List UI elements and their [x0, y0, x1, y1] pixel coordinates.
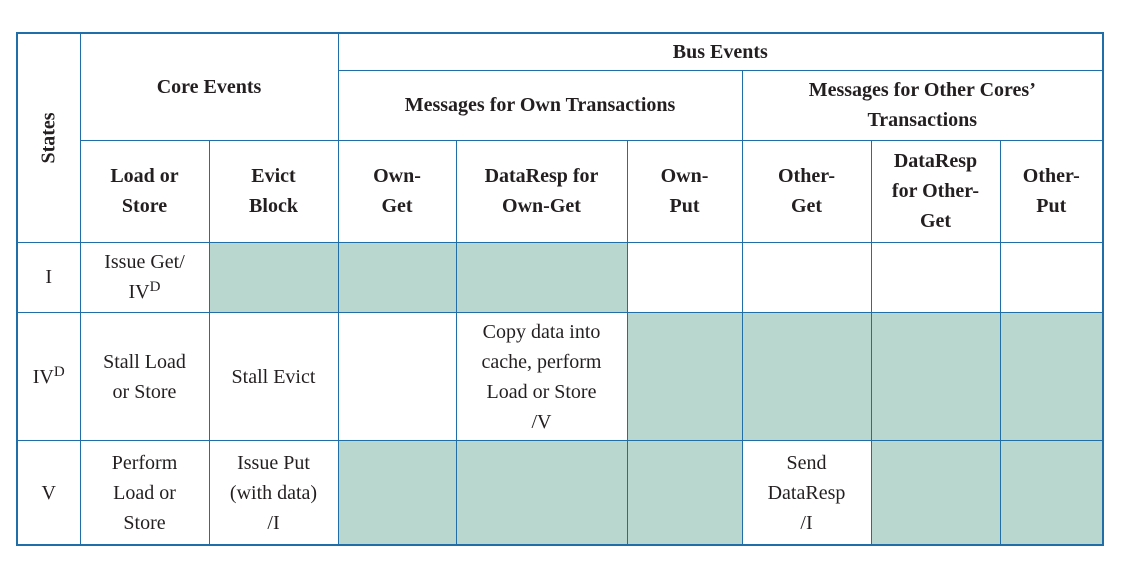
state-i-label: I [45, 266, 53, 289]
states-header-label: States [37, 112, 60, 164]
state-v-evict-cell: Issue Put (with data) /I [208, 440, 339, 546]
col-evict-block-line1: Evict [251, 165, 296, 188]
col-dataresp-other-get: DataResp for Other- Get [870, 139, 1001, 243]
state-ivd-load-store-cell: Stall Load or Store [79, 311, 210, 442]
state-ivd-dataresp-own-line3: Load or Store [486, 380, 597, 403]
other-transactions-label-line2: Transactions [867, 109, 978, 132]
state-v-load-store-line1: Perform [111, 451, 178, 474]
state-i-own-get-cell [337, 241, 457, 314]
state-ivd-own-get-cell [337, 311, 457, 442]
state-v-other-get-line2: DataResp [767, 481, 846, 504]
state-v-dataresp-other-cell [870, 440, 1001, 546]
state-i-other-put-cell [999, 241, 1104, 314]
state-i-load-store-iv: IV [128, 281, 150, 304]
state-ivd-dataresp-own-line4: /V [531, 410, 552, 433]
state-i-cell: I [16, 241, 81, 314]
col-dataresp-own-get: DataResp for Own-Get [455, 139, 628, 243]
table-row-state-v: V Perform Load or Store Issue Put (with … [16, 440, 1104, 546]
state-ivd-dataresp-own-cell: Copy data into cache, perform Load or St… [455, 311, 628, 442]
col-own-put-line1: Own- [660, 165, 709, 188]
col-own-get: Own- Get [337, 139, 457, 243]
bus-events-label: Bus Events [672, 40, 768, 63]
state-i-dataresp-own-cell [455, 241, 628, 314]
bus-events-header: Bus Events [337, 32, 1104, 71]
col-own-get-line2: Get [381, 195, 413, 218]
state-i-load-store-line1: Issue Get/ [104, 251, 185, 274]
state-v-cell: V [16, 440, 81, 546]
other-transactions-header: Messages for Other Cores’ Transactions [741, 69, 1104, 141]
state-ivd-dataresp-own-line2: cache, perform [481, 350, 602, 373]
state-v-other-put-cell [999, 440, 1104, 546]
col-dataresp-other-get-line3: Get [919, 210, 952, 233]
state-i-load-store-sup: D [149, 279, 161, 296]
core-events-label: Core Events [156, 75, 262, 98]
core-events-header: Core Events [79, 32, 339, 141]
state-i-other-get-cell [741, 241, 872, 314]
state-v-other-get-line3: /I [800, 511, 813, 534]
own-transactions-header: Messages for Own Transactions [337, 69, 743, 141]
table-row-state-ivd: IVD Stall Load or Store Stall Evict Copy… [16, 311, 1104, 442]
col-dataresp-own-get-line1: DataResp for [484, 165, 599, 188]
other-transactions-label-line1: Messages for Other Cores’ [808, 79, 1036, 102]
col-load-or-store-line1: Load or [110, 165, 179, 188]
col-evict-block-line2: Block [249, 195, 298, 218]
states-header: States [16, 32, 81, 243]
state-i-dataresp-other-cell [870, 241, 1001, 314]
state-ivd-other-put-cell [999, 311, 1104, 442]
state-v-own-put-cell [626, 440, 743, 546]
col-load-or-store-line2: Store [121, 195, 168, 218]
state-ivd-load-store-line1: Stall Load [103, 350, 186, 373]
col-other-get-line1: Other- [777, 165, 835, 188]
state-i-evict-cell [208, 241, 339, 314]
col-evict-block: Evict Block [208, 139, 339, 243]
state-v-other-get-cell: Send DataResp /I [741, 440, 872, 546]
state-ivd-own-put-cell [626, 311, 743, 442]
state-i-load-store-cell: Issue Get/ IVD [79, 241, 210, 314]
state-ivd-label: IV [32, 365, 54, 388]
col-other-put: Other- Put [999, 139, 1104, 243]
state-ivd-sup: D [53, 363, 65, 380]
col-own-get-line1: Own- [373, 165, 421, 188]
state-v-evict-line3: /I [267, 511, 280, 534]
col-other-put-line1: Other- [1022, 165, 1080, 188]
state-ivd-other-get-cell [741, 311, 872, 442]
protocol-table: States Core Events Bus Events Messages f… [16, 32, 1105, 546]
state-ivd-dataresp-own-line1: Copy data into [482, 320, 601, 343]
state-v-label: V [41, 481, 56, 504]
state-i-load-store-line2: IVD [81, 277, 209, 307]
col-other-put-line2: Put [1036, 195, 1067, 218]
state-v-evict-line1: Issue Put [237, 451, 310, 474]
state-v-own-get-cell [337, 440, 457, 546]
col-other-get: Other- Get [741, 139, 872, 243]
col-dataresp-own-get-line2: Own-Get [502, 195, 581, 218]
col-load-or-store: Load or Store [79, 139, 210, 243]
col-dataresp-other-get-line2: for Other- [891, 180, 980, 203]
state-v-evict-line2: (with data) [229, 481, 318, 504]
state-i-own-put-cell [626, 241, 743, 314]
state-ivd-load-store-line2: or Store [112, 380, 177, 403]
table-row-state-i: I Issue Get/ IVD [16, 241, 1104, 314]
state-v-other-get-line1: Send [786, 451, 827, 474]
state-v-load-store-line3: Store [123, 511, 166, 534]
col-other-get-line2: Get [790, 195, 823, 218]
state-ivd-evict-cell: Stall Evict [208, 311, 339, 442]
state-ivd-cell: IVD [16, 311, 81, 442]
state-ivd-dataresp-other-cell [870, 311, 1001, 442]
state-v-load-store-line2: Load or [113, 481, 176, 504]
col-own-put-line2: Put [669, 195, 700, 218]
state-v-load-store-cell: Perform Load or Store [79, 440, 210, 546]
own-transactions-label: Messages for Own Transactions [404, 94, 676, 117]
state-v-dataresp-own-cell [455, 440, 628, 546]
state-ivd-evict-text: Stall Evict [231, 365, 316, 388]
col-own-put: Own- Put [626, 139, 743, 243]
col-dataresp-other-get-line1: DataResp [893, 150, 978, 173]
